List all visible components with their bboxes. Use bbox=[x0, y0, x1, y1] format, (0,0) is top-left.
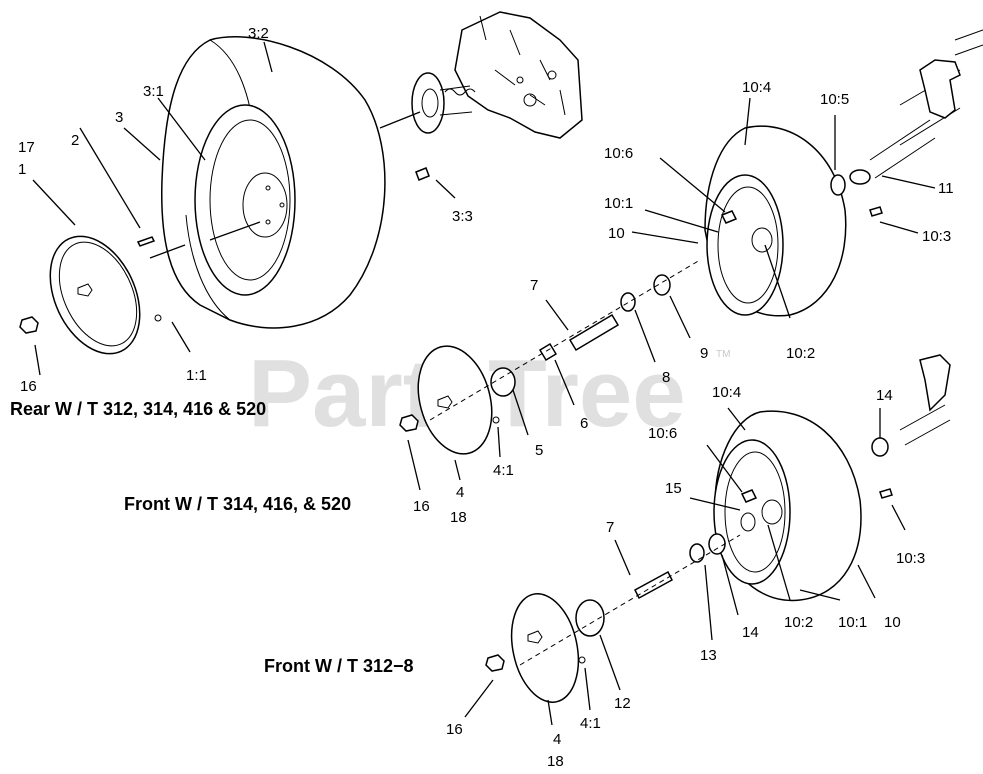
watermark-tm: TM bbox=[716, 349, 730, 360]
label-10-1a: 10:1 bbox=[604, 195, 633, 212]
label-10-6b: 10:6 bbox=[648, 425, 677, 442]
transaxle-housing bbox=[454, 11, 583, 139]
rear-tire bbox=[161, 36, 386, 329]
rear-retainer bbox=[154, 314, 162, 322]
washer-8 bbox=[620, 292, 636, 312]
seal-upper bbox=[830, 174, 846, 196]
front-hub-cap-2 bbox=[510, 593, 580, 703]
grease-fitting-upper bbox=[720, 210, 738, 224]
front-spindle-upper bbox=[869, 29, 983, 179]
label-3-1: 3:1 bbox=[143, 83, 164, 100]
label-15: 15 bbox=[665, 480, 682, 497]
clip-16c bbox=[485, 654, 505, 672]
label-6: 6 bbox=[580, 415, 588, 432]
label-7a: 7 bbox=[530, 277, 538, 294]
front-hub-cap-1 bbox=[417, 345, 493, 455]
label-4-1b: 4:1 bbox=[580, 715, 601, 732]
label-2: 2 bbox=[71, 132, 79, 149]
rear-clip bbox=[19, 316, 39, 334]
label-10b: 10 bbox=[884, 614, 901, 631]
label-10-3b: 10:3 bbox=[896, 550, 925, 567]
label-4a: 4 bbox=[456, 484, 464, 501]
label-8: 8 bbox=[662, 369, 670, 386]
label-10-2a: 10:2 bbox=[786, 345, 815, 362]
rear-hub-cap bbox=[49, 235, 141, 355]
front-wheel-lower-tire bbox=[713, 410, 862, 602]
label-3-2: 3:2 bbox=[248, 25, 269, 42]
label-4-1a: 4:1 bbox=[493, 462, 514, 479]
label-3: 3 bbox=[115, 109, 123, 126]
rear-valve bbox=[415, 167, 430, 181]
label-1-1: 1:1 bbox=[186, 367, 207, 384]
label-16b: 16 bbox=[413, 498, 430, 515]
valve-upper bbox=[869, 206, 883, 217]
retainer-4-1b bbox=[578, 656, 586, 664]
bearing-upper bbox=[849, 169, 871, 185]
label-1: 1 bbox=[18, 161, 26, 178]
label-13: 13 bbox=[700, 647, 717, 664]
caption-front-314: Front W / T 314, 416, & 520 bbox=[124, 494, 351, 514]
label-10-5: 10:5 bbox=[820, 91, 849, 108]
label-14b: 14 bbox=[742, 624, 759, 641]
label-10-6a: 10:6 bbox=[604, 145, 633, 162]
label-7b: 7 bbox=[606, 519, 614, 536]
axle-bolt-1 bbox=[568, 313, 620, 352]
label-5: 5 bbox=[535, 442, 543, 459]
retainer-4-1a bbox=[492, 416, 500, 424]
label-14a: 14 bbox=[876, 387, 893, 404]
clip-16b bbox=[399, 414, 419, 432]
washer-14b bbox=[708, 533, 726, 555]
label-3-3: 3:3 bbox=[452, 208, 473, 225]
label-17: 17 bbox=[18, 139, 35, 156]
rear-hub bbox=[411, 72, 476, 134]
label-10-4b: 10:4 bbox=[712, 384, 741, 401]
grease-fitting-lower bbox=[740, 489, 758, 503]
front-wheel-upper-tire bbox=[704, 125, 847, 317]
label-10-1b: 10:1 bbox=[838, 614, 867, 631]
washer-9 bbox=[653, 274, 671, 296]
nut-1 bbox=[538, 342, 558, 362]
front-spindle-lower bbox=[899, 354, 951, 446]
label-10-2b: 10:2 bbox=[784, 614, 813, 631]
label-16a: 16 bbox=[20, 378, 37, 395]
rear-bolt bbox=[136, 236, 156, 247]
label-9: 9 bbox=[700, 345, 708, 362]
label-4b: 4 bbox=[553, 731, 561, 748]
label-18b: 18 bbox=[547, 753, 564, 770]
label-10a: 10 bbox=[608, 225, 625, 242]
label-11: 11 bbox=[938, 180, 954, 197]
caption-rear: Rear W / T 312, 314, 416 & 520 bbox=[10, 399, 266, 419]
label-12: 12 bbox=[614, 695, 631, 712]
label-16c: 16 bbox=[446, 721, 463, 738]
label-18a: 18 bbox=[450, 509, 467, 526]
washer-13 bbox=[689, 543, 705, 563]
washer-14a bbox=[871, 437, 889, 457]
bushing-1 bbox=[490, 367, 516, 397]
label-10-3a: 10:3 bbox=[922, 228, 951, 245]
caption-front-312: Front W / T 312−8 bbox=[264, 656, 414, 676]
label-10-4a: 10:4 bbox=[742, 79, 771, 96]
bushing-12 bbox=[575, 599, 605, 637]
valve-lower bbox=[879, 488, 893, 499]
